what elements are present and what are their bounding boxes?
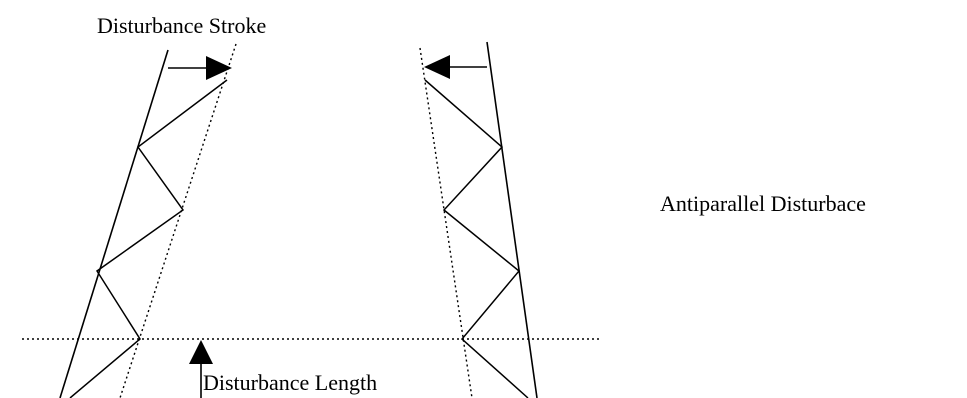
disturbance-length-label: Disturbance Length — [203, 370, 377, 395]
left-stroke-arrowhead — [206, 56, 232, 80]
left-strand-zigzag — [69, 79, 228, 398]
left-strand-disturbed-line — [119, 43, 237, 398]
right-stroke-arrowhead — [424, 55, 450, 79]
left-strand-original-line — [59, 49, 169, 398]
disturbance-stroke-label: Disturbance Stroke — [97, 13, 266, 38]
antiparallel-disturbance-label: Antiparallel Disturbace — [660, 191, 866, 216]
right-strand-disturbed-line — [419, 47, 473, 398]
left-strand — [59, 43, 237, 398]
right-strand-zigzag — [424, 79, 529, 398]
right-strand-original-line — [486, 41, 538, 398]
right-strand — [419, 41, 538, 398]
disturbance-length-indicator — [189, 340, 213, 398]
length-arrowhead — [189, 340, 213, 364]
